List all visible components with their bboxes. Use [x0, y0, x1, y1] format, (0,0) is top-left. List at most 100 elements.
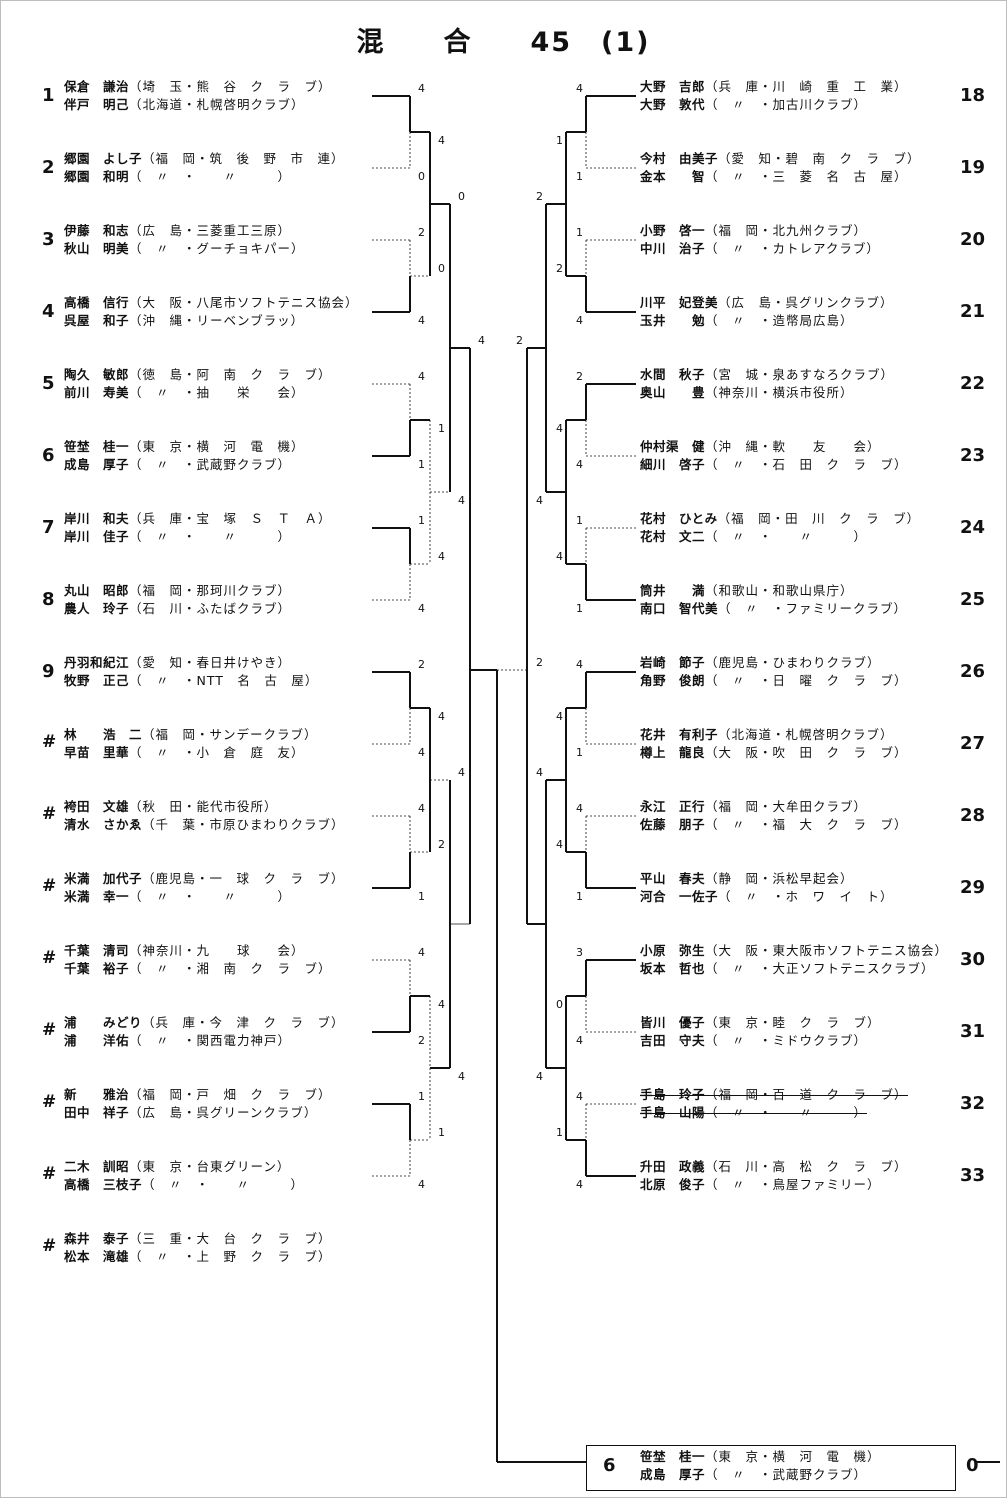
score-label: 4 [556, 422, 563, 435]
score-label: 4 [418, 1178, 425, 1191]
player-name: 高橋 三枝子 [64, 1177, 143, 1192]
player-affiliation: （ 〃 ・鳥屋ファミリー） [705, 1177, 881, 1192]
right-seed: 33 [960, 1165, 986, 1186]
player-name: 米満 加代子 [64, 871, 143, 886]
player-affiliation: （三 重・大 台 ク ラ ブ） [129, 1231, 332, 1246]
left-seed: 8 [42, 589, 55, 610]
score-label: 1 [576, 890, 583, 903]
player-name: 吉田 守夫 [640, 1033, 706, 1048]
score-label: 2 [536, 656, 543, 669]
right-seed: 25 [960, 589, 986, 610]
score-label: 2 [516, 334, 523, 347]
right-seed: 28 [960, 805, 986, 826]
score-label: 4 [576, 1034, 583, 1047]
player-affiliation: （福 岡・北九州クラブ） [705, 223, 868, 238]
left-seed: 1 [42, 85, 55, 106]
score-label: 4 [556, 838, 563, 851]
left-seed: # [42, 948, 57, 968]
score-label: 2 [556, 262, 563, 275]
score-label: 2 [576, 370, 583, 383]
player-affiliation: （ 〃 ・石 田 ク ラ ブ） [705, 457, 908, 472]
player-name: 坂本 哲也 [640, 961, 706, 976]
player-name: 米満 幸一 [64, 889, 130, 904]
score-label: 4 [458, 766, 465, 779]
score-label: 4 [576, 658, 583, 671]
player-name: 伴戸 明己 [64, 97, 130, 112]
score-label: 4 [418, 82, 425, 95]
player-affiliation: （兵 庫・今 津 ク ラ ブ） [142, 1015, 345, 1030]
player-name: 牧野 正己 [64, 673, 130, 688]
player-affiliation: （鹿児島・ひまわりクラブ） [705, 655, 881, 670]
left-seed: 7 [42, 517, 55, 538]
player-name: 仲村渠 健 [640, 439, 706, 454]
score-label: 1 [556, 1126, 563, 1139]
player-name: 郷園 和明 [64, 169, 130, 184]
player-affiliation: （ 〃 ・ 〃 ） [129, 889, 292, 904]
player-name: 千葉 裕子 [64, 961, 130, 976]
score-label: 4 [556, 550, 563, 563]
score-label: 4 [536, 1070, 543, 1083]
score-label: 0 [418, 170, 425, 183]
right-seed: 31 [960, 1021, 986, 1042]
player-affiliation: （石 川・ふたばクラブ） [129, 601, 292, 616]
right-seed: 19 [960, 157, 986, 178]
score-label: 4 [438, 550, 445, 563]
right-seed: 24 [960, 517, 986, 538]
player-affiliation: （東 京・睦 ク ラ ブ） [705, 1015, 881, 1030]
final-seed: 6 [603, 1455, 616, 1476]
player-name: 伊藤 和志 [64, 223, 130, 238]
player-affiliation: （神奈川・九 球 会） [129, 943, 305, 958]
left-seed: 9 [42, 661, 55, 682]
right-seed: 23 [960, 445, 986, 466]
score-label: 4 [438, 710, 445, 723]
player-affiliation: （広 島・三菱重工三原） [129, 223, 292, 238]
player-affiliation: （広 島・呉グリンクラブ） [718, 295, 894, 310]
score-label: 4 [418, 602, 425, 615]
player-affiliation: （ 〃 ・ 〃 ） [705, 529, 868, 544]
right-seed: 21 [960, 301, 986, 322]
player-affiliation: （東 京・台東グリーン） [129, 1159, 291, 1174]
score-label: 1 [576, 746, 583, 759]
player-affiliation: （ 〃 ・関西電力神戸） [129, 1033, 292, 1048]
score-label: 4 [536, 494, 543, 507]
right-seed: 32 [960, 1093, 986, 1114]
player-name: 高橋 信行 [64, 295, 130, 310]
player-affiliation: （ 〃 ・三 菱 名 古 屋） [705, 169, 908, 184]
player-affiliation: （ 〃 ・造幣局広島） [705, 313, 854, 328]
player-name: 千葉 清司 [64, 943, 130, 958]
player-affiliation: （ 〃 ・大正ソフトテニスクラブ） [705, 961, 935, 976]
score-label: 4 [576, 314, 583, 327]
player-affiliation: （ 〃 ・小 倉 庭 友） [129, 745, 305, 760]
player-name: 北原 俊子 [640, 1177, 706, 1192]
player-affiliation: （和歌山・和歌山県庁） [705, 583, 854, 598]
player-name: 田中 祥子 [64, 1105, 130, 1120]
player-name: 大野 敦代 [640, 97, 706, 112]
player-name: 細川 啓子 [640, 457, 706, 472]
player-name: 林 浩 二 [64, 727, 143, 742]
player-name: 玉井 勉 [640, 313, 706, 328]
player-name: 袴田 文雄 [64, 799, 130, 814]
score-label: 2 [418, 1034, 425, 1047]
score-label: 4 [418, 946, 425, 959]
player-affiliation: （静 岡・浜松早起会） [705, 871, 854, 886]
player-affiliation: （福 岡・那珂川クラブ） [129, 583, 292, 598]
final-player-2: 成島 厚子 [640, 1467, 706, 1482]
player-name: 皆川 優子 [640, 1015, 706, 1030]
score-label: 4 [556, 710, 563, 723]
score-label: 4 [536, 766, 543, 779]
score-label: 4 [418, 370, 425, 383]
player-affiliation: （ 〃 ・カトレアクラブ） [705, 241, 880, 256]
player-name: 小野 啓一 [640, 223, 706, 238]
left-seed: # [42, 1020, 57, 1040]
player-name: 郷園 よし子 [64, 151, 143, 166]
player-affiliation: （ 〃 ・グーチョキパー） [129, 241, 305, 256]
player-name: 南口 智代美 [640, 601, 719, 616]
left-seed: # [42, 732, 57, 752]
score-label: 4 [478, 334, 485, 347]
final-player-1: 笹埜 桂一 [640, 1449, 706, 1464]
player-name: 丸山 昭郎 [64, 583, 130, 598]
player-affiliation: （徳 島・阿 南 ク ラ ブ） [129, 367, 332, 382]
score-label: 1 [438, 1126, 445, 1139]
score-label: 1 [438, 422, 445, 435]
